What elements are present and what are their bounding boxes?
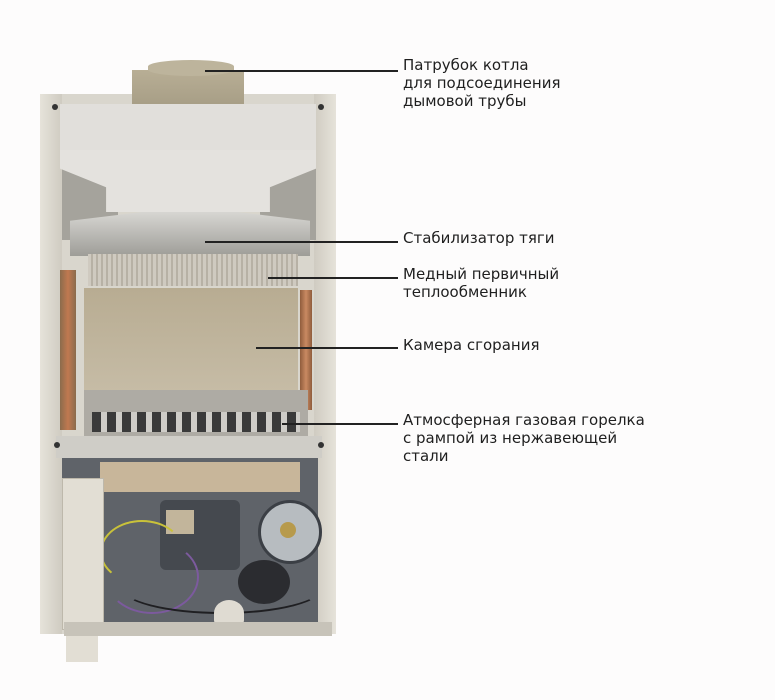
label-line: дымовой трубы bbox=[403, 92, 527, 110]
circulation-pump bbox=[258, 500, 322, 564]
label-chamber: Камера сгорания bbox=[403, 336, 539, 354]
label-burner: Атмосферная газовая горелка с рампой из … bbox=[403, 411, 645, 465]
screw-icon bbox=[54, 442, 60, 448]
label-stabilizer: Стабилизатор тяги bbox=[403, 229, 555, 247]
label-line: Стабилизатор тяги bbox=[403, 229, 555, 247]
flue-connector bbox=[132, 70, 244, 110]
draft-hood bbox=[60, 104, 316, 154]
boiler-base bbox=[64, 622, 332, 636]
callout-line-stabilizer bbox=[205, 241, 398, 243]
screw-icon bbox=[318, 442, 324, 448]
label-line: Атмосферная газовая горелка bbox=[403, 411, 645, 429]
flue-connector-top bbox=[148, 60, 234, 76]
label-line: стали bbox=[403, 447, 449, 465]
combustion-chamber bbox=[84, 288, 298, 393]
drain-cap bbox=[214, 600, 244, 626]
label-heat-exchanger: Медный первичный теплообменник bbox=[403, 265, 559, 301]
screw-icon bbox=[318, 104, 324, 110]
burner-shelf bbox=[56, 436, 322, 458]
burner-ramp bbox=[92, 412, 300, 432]
callout-line-burner bbox=[282, 423, 398, 425]
pipe-left bbox=[60, 270, 76, 430]
screw-icon bbox=[52, 104, 58, 110]
label-flue: Патрубок котла для подсоединения дымовой… bbox=[403, 56, 561, 110]
pipe-right bbox=[300, 290, 312, 410]
copper-heat-exchanger bbox=[88, 254, 298, 286]
label-line: с рампой из нержавеющей bbox=[403, 429, 618, 447]
label-line: для подсоединения bbox=[403, 74, 561, 92]
lower-back-plate bbox=[100, 462, 300, 492]
boiler-illustration bbox=[0, 0, 340, 700]
label-line: теплообменник bbox=[403, 283, 527, 301]
label-line: Патрубок котла bbox=[403, 56, 529, 74]
casing-side-right bbox=[314, 94, 336, 634]
callout-line-flue bbox=[205, 70, 398, 72]
callout-line-heat-exchanger bbox=[268, 277, 398, 279]
casing-side-left bbox=[40, 94, 62, 634]
label-line: Медный первичный bbox=[403, 265, 560, 283]
callout-line-chamber bbox=[256, 347, 398, 349]
pump-center bbox=[280, 522, 296, 538]
draft-stabilizer bbox=[70, 212, 310, 256]
label-line: Камера сгорания bbox=[403, 336, 540, 354]
